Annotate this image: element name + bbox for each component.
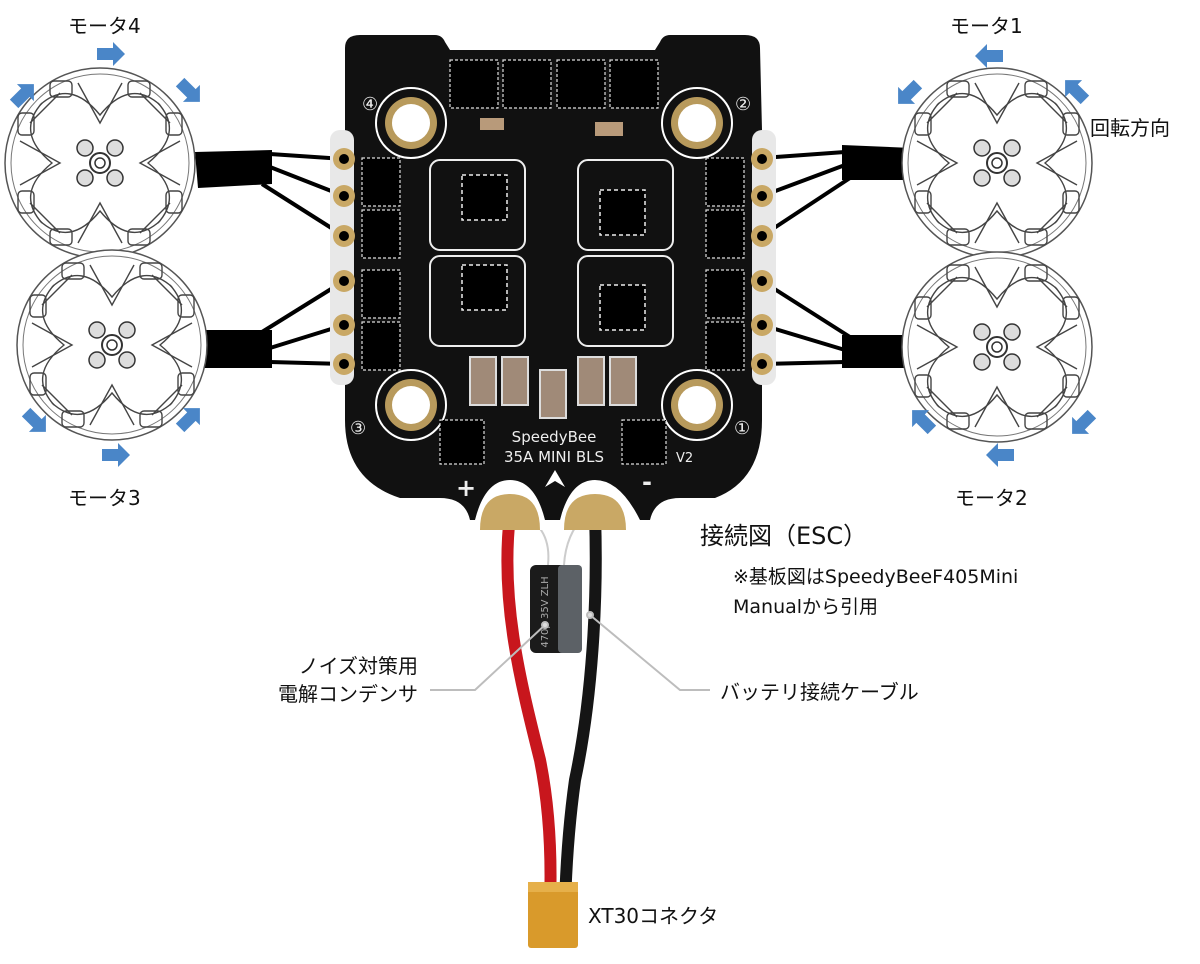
arrow-icon xyxy=(975,44,1003,68)
motor3-wire-bundle xyxy=(198,279,346,368)
motor4-label: モータ4 xyxy=(68,14,141,38)
battery-cable-label: バッテリ接続ケーブル xyxy=(720,680,919,704)
mounting-holes xyxy=(375,87,733,441)
battery-cable xyxy=(501,514,602,906)
motor2-wire-bundle xyxy=(760,279,912,368)
motor-3 xyxy=(16,249,208,441)
xt30-connector xyxy=(528,882,578,948)
arrow-icon xyxy=(171,73,209,111)
electrolytic-capacitor: 470μ 35V ZLH xyxy=(530,565,582,653)
motor1-wire-bundle xyxy=(760,145,912,238)
motor3-label: モータ3 xyxy=(68,486,141,510)
arrow-icon xyxy=(986,443,1014,467)
esc-board xyxy=(330,35,776,531)
corner-mark-2: ② xyxy=(735,94,751,115)
board-version: V2 xyxy=(676,451,693,466)
capacitor-label-line-2: 電解コンデンサ xyxy=(278,682,418,706)
corner-mark-1: ① xyxy=(734,418,750,439)
plus-mark: + xyxy=(456,474,476,502)
note-line-2: Manualから引用 xyxy=(733,596,879,618)
note-line-1: ※基板図はSpeedyBeeF405Mini xyxy=(733,566,1019,588)
diagram-title: 接続図（ESC） xyxy=(700,522,868,550)
board-model: 35A MINI BLS xyxy=(504,448,604,466)
arrow-icon xyxy=(97,42,125,66)
motor1-label: モータ1 xyxy=(950,14,1023,38)
xt30-connector-label: XT30コネクタ xyxy=(588,904,719,928)
arrow-icon xyxy=(102,443,130,467)
minus-mark: - xyxy=(642,468,652,496)
motor-1 xyxy=(901,67,1093,259)
motor-2 xyxy=(901,251,1093,443)
motor4-wire-bundle xyxy=(195,150,346,238)
svg-text:470μ 35V ZLH: 470μ 35V ZLH xyxy=(540,576,551,647)
leader-lines xyxy=(430,611,710,691)
motor2-label: モータ2 xyxy=(955,486,1028,510)
capacitor-label-line-1: ノイズ対策用 xyxy=(298,654,418,678)
board-brand: SpeedyBee xyxy=(512,428,597,446)
corner-mark-4: ④ xyxy=(362,94,378,115)
corner-mark-3: ③ xyxy=(350,418,366,439)
rotation-direction-label: 回転方向 xyxy=(1090,116,1170,140)
arrow-icon xyxy=(1063,405,1101,443)
